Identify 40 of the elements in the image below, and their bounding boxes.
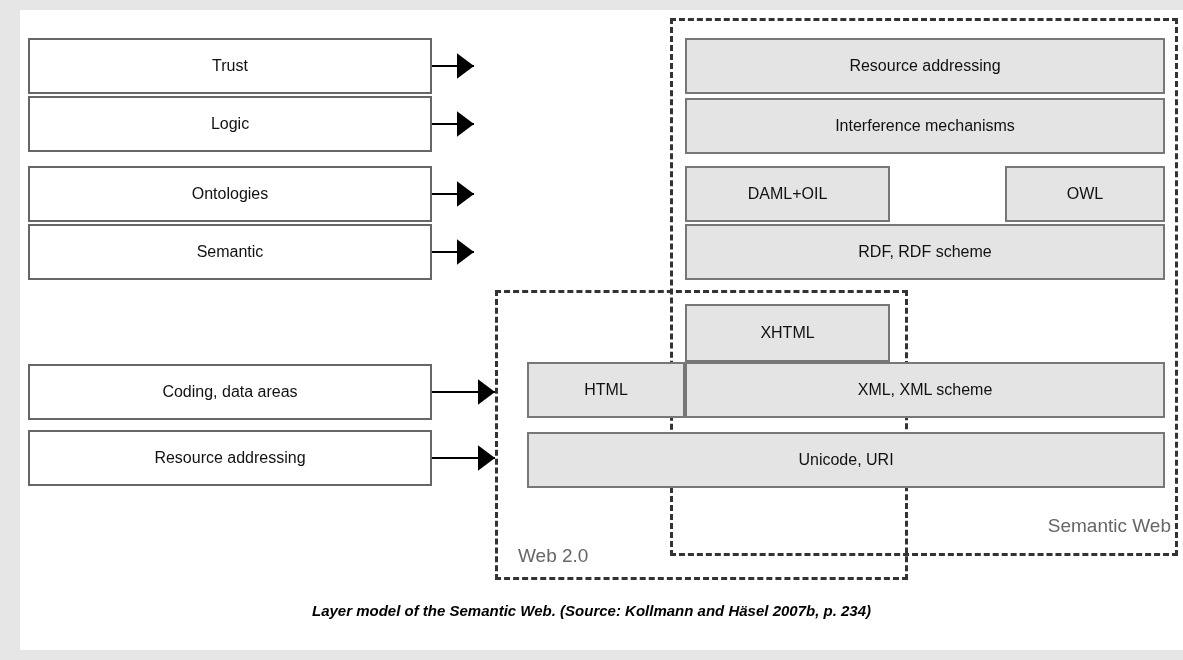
- layer-label: OWL: [1066, 185, 1104, 203]
- layer-label: Trust: [212, 57, 248, 75]
- layer-label: HTML: [584, 381, 628, 399]
- layer-label: Resource addressing: [849, 57, 1001, 75]
- layer-box: [1005, 166, 1165, 222]
- layer-label: XML, XML scheme: [857, 381, 993, 399]
- layer-box: [527, 362, 685, 418]
- layer-label: RDF, RDF scheme: [858, 243, 992, 261]
- layer-box: [685, 98, 1165, 154]
- caption: Layer model of the Semantic Web. (Source: Kollmann and Häsel 2007b, p. 234): [311, 602, 871, 619]
- arrow: [431, 53, 475, 79]
- layer-label: Interference mechanisms: [835, 117, 1015, 135]
- layer-box: [685, 166, 890, 222]
- layer-label: XHTML: [760, 324, 815, 342]
- layer-label: Unicode, URI: [798, 451, 894, 469]
- layer-label: Ontologies: [191, 185, 269, 203]
- layer-box: [685, 38, 1165, 94]
- arrow: [431, 239, 475, 265]
- layer-label: Logic: [210, 115, 250, 133]
- layer-box: [28, 166, 432, 222]
- region-label: Web 2.0: [518, 545, 589, 567]
- layer-box: [28, 224, 432, 280]
- arrow: [431, 181, 475, 207]
- layer-box: [685, 224, 1165, 280]
- layer-box: [527, 432, 1165, 488]
- layer-label: Semantic: [196, 243, 264, 261]
- layer-box: [28, 38, 432, 94]
- layer-box: [28, 364, 432, 420]
- layer-box: [685, 304, 890, 362]
- layer-box: [28, 430, 432, 486]
- arrow: [431, 111, 475, 137]
- region-label: Semantic Web: [1047, 515, 1171, 537]
- layer-label: Coding, data areas: [162, 383, 298, 401]
- layer-label: DAML+OIL: [747, 185, 828, 203]
- arrow: [431, 379, 496, 405]
- layer-box: [685, 362, 1165, 418]
- dashed-region: [670, 18, 1178, 556]
- layer-box: [28, 96, 432, 152]
- arrow: [431, 445, 496, 471]
- layer-label: Resource addressing: [154, 449, 306, 467]
